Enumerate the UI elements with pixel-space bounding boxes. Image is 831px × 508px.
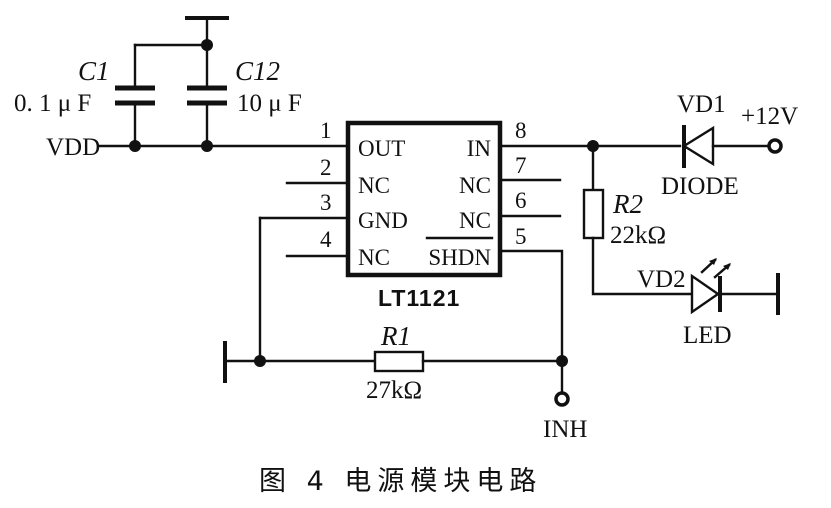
- wire: [591, 236, 694, 296]
- r1-ref-label: R1: [380, 321, 411, 351]
- pin-5-label: SHDN: [428, 245, 491, 270]
- pin-2-label: NC: [358, 173, 390, 198]
- supply-terminal: [767, 138, 783, 154]
- pin-1-number: 1: [320, 118, 332, 143]
- led-vd2: [690, 258, 780, 315]
- pin-8-label: IN: [467, 136, 492, 161]
- r2-ref-label: R2: [612, 189, 643, 219]
- pin-6-number: 6: [515, 188, 527, 213]
- inh-net-label: INH: [543, 416, 587, 443]
- diode-vd1: [681, 125, 770, 168]
- pin-3-number: 3: [320, 190, 332, 215]
- resistor-r2: [582, 188, 605, 240]
- pin-8-number: 8: [515, 118, 527, 143]
- c1-ref-label: C1: [78, 56, 110, 86]
- pin-2-number: 2: [320, 155, 332, 180]
- lt1121-chip-body: [345, 120, 503, 278]
- capacitor-c12: [187, 43, 227, 148]
- chip-name-label: LT1121: [378, 285, 460, 311]
- figure-caption: 图 4 电源模块电路: [259, 466, 542, 497]
- ground-symbol-left: [223, 341, 377, 383]
- pin-3-label: GND: [358, 208, 408, 233]
- pin-4-label: NC: [358, 245, 390, 270]
- r2-value-label: 22kΩ: [610, 222, 666, 249]
- junction-dot: [201, 140, 213, 152]
- vd1-ref-label: VD1: [677, 91, 726, 118]
- vd1-type-label: DIODE: [661, 173, 739, 200]
- resistor-r1: [373, 350, 425, 373]
- inh-terminal: [554, 391, 570, 407]
- capacitor-c1: [115, 43, 155, 148]
- pin-7-number: 7: [515, 153, 527, 178]
- supply-net-label: +12V: [741, 103, 798, 130]
- c12-ref-label: C12: [235, 56, 280, 86]
- pin-7-label: NC: [459, 173, 491, 198]
- pin-4-number: 4: [320, 227, 332, 252]
- pin-1-label: OUT: [358, 136, 405, 161]
- vd2-ref-label: VD2: [637, 266, 686, 293]
- vd2-type-label: LED: [683, 322, 732, 349]
- c12-value-label: 10 μ F: [237, 90, 302, 117]
- pin-6-label: NC: [459, 208, 491, 233]
- pin-5-lead: [498, 249, 564, 363]
- vdd-net-label: VDD: [46, 134, 100, 161]
- junction-dot: [254, 355, 266, 367]
- pin-5-number: 5: [515, 224, 527, 249]
- r1-value-label: 27kΩ: [366, 377, 422, 404]
- c1-value-label: 0. 1 μ F: [14, 90, 91, 117]
- junction-dot: [129, 140, 141, 152]
